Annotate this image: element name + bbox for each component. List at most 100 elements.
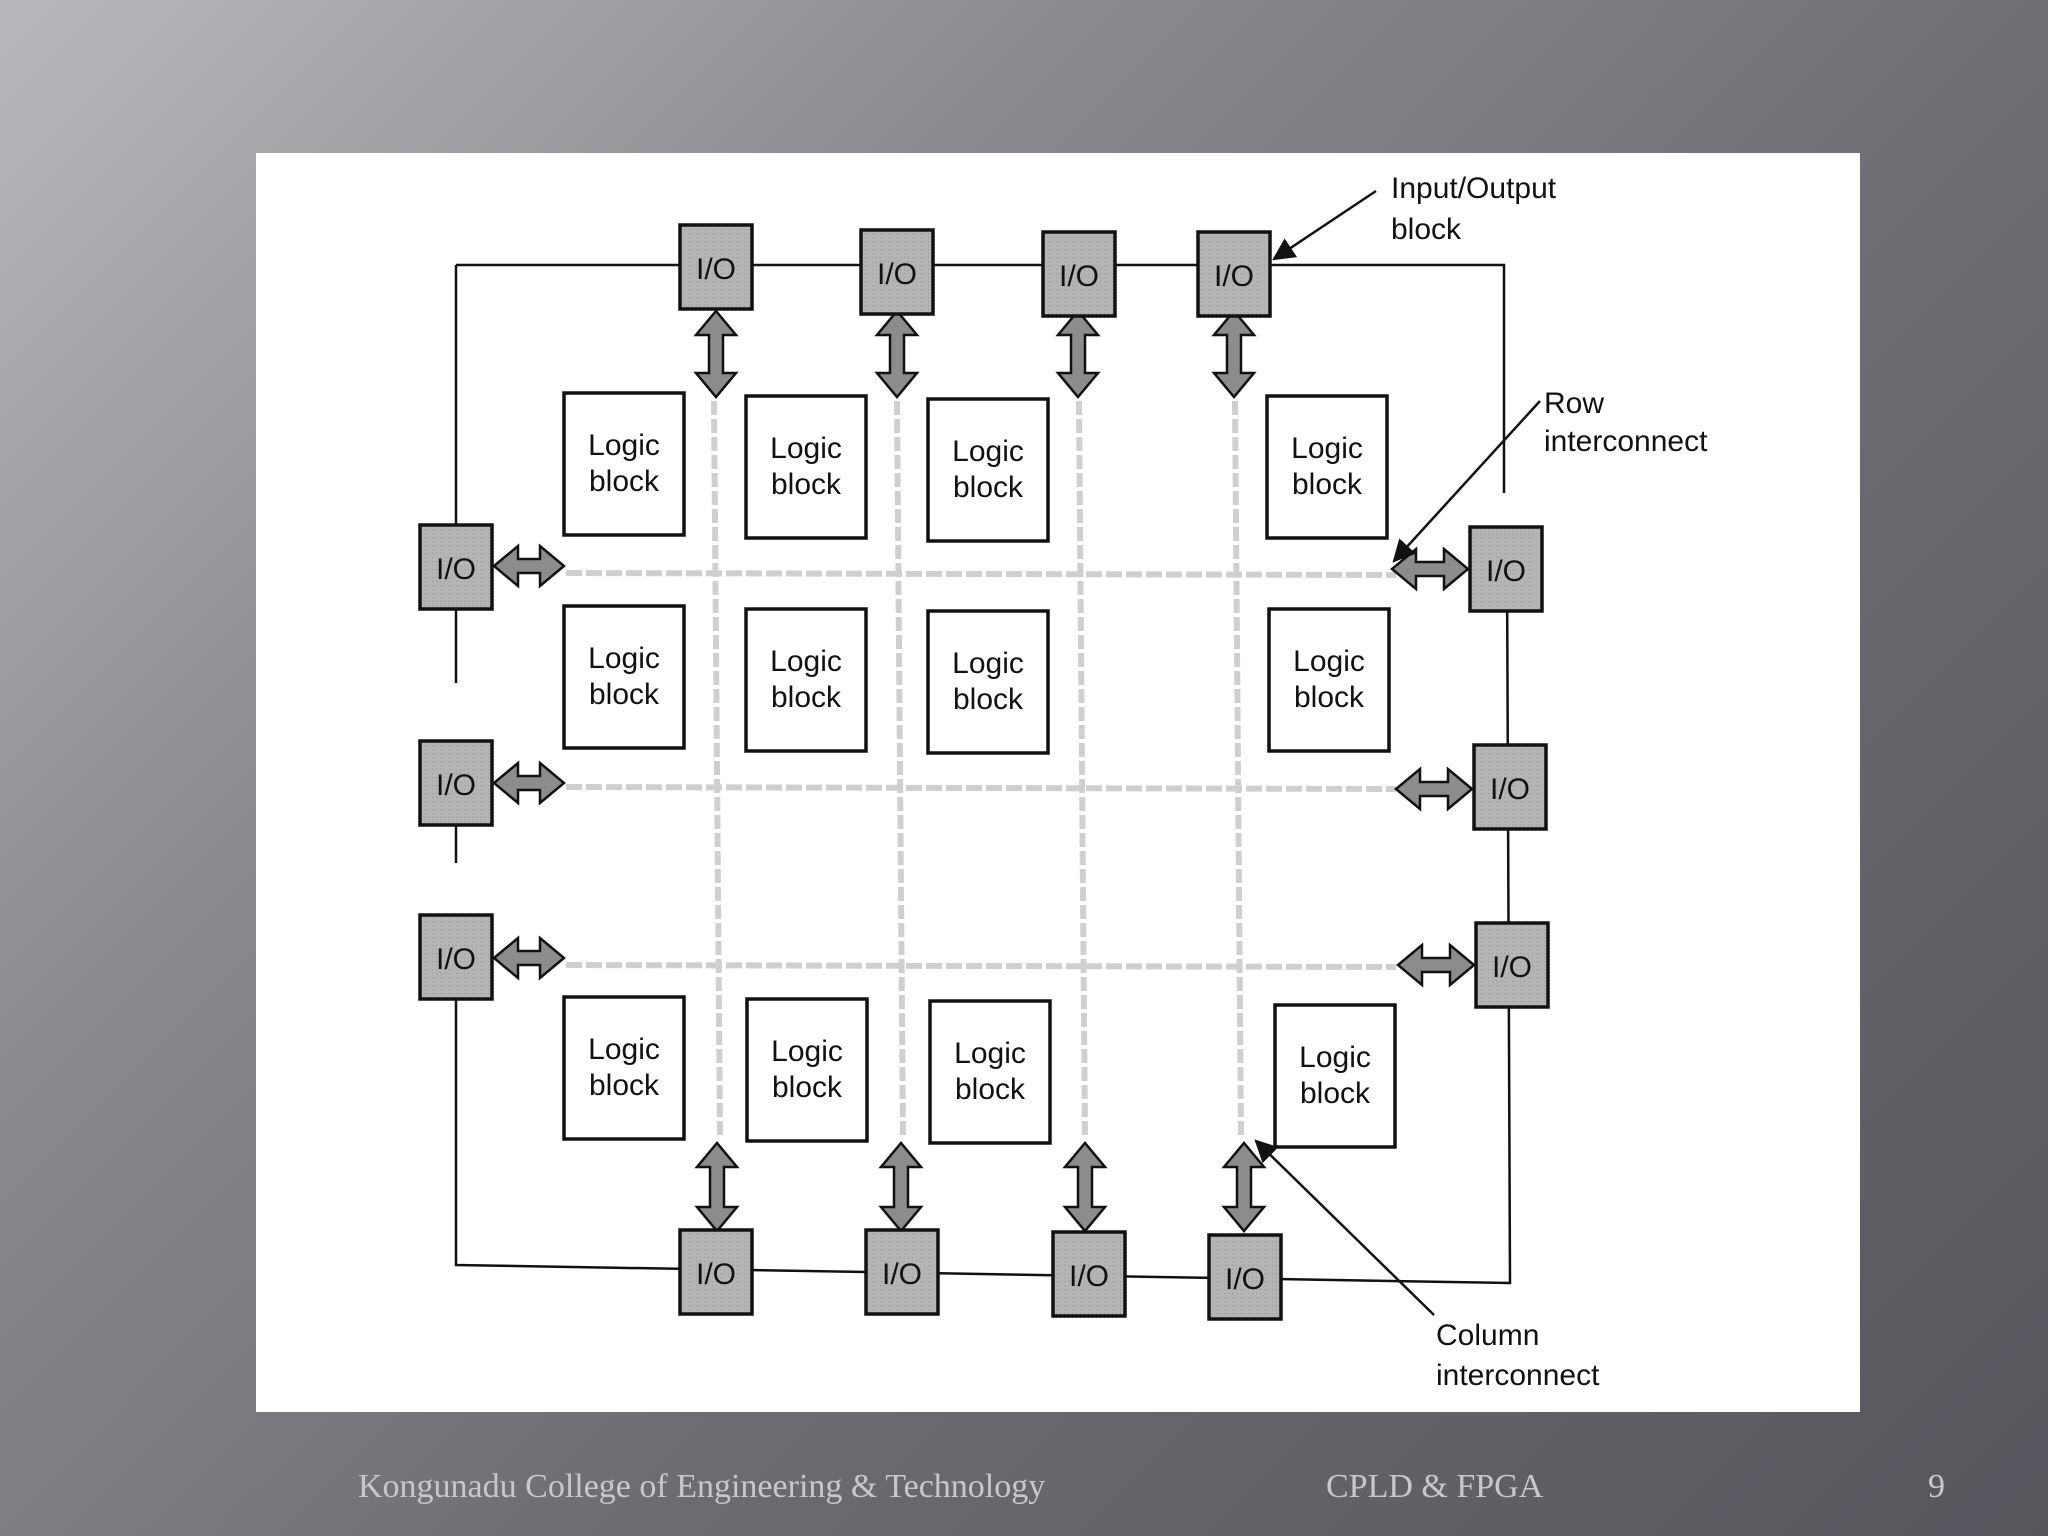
logic-block-label-line1: Logic — [1299, 1041, 1371, 1074]
diagram-canvas: LogicblockLogicblockLogicblockLogicblock… — [418, 172, 1708, 1392]
row-callout-line1: Row — [1544, 387, 1604, 420]
bidirectional-arrow — [874, 309, 920, 399]
bidirectional-arrow — [1211, 309, 1257, 399]
bidirectional-arrow — [1390, 546, 1470, 592]
column-callout-pointer — [1254, 1139, 1435, 1316]
bidirectional-arrow — [1062, 1141, 1108, 1233]
column-interconnect-1 — [711, 400, 723, 1139]
io-block: I/O — [1207, 1233, 1283, 1321]
io-block: I/O — [864, 1228, 940, 1316]
bidirectional-arrow — [1396, 942, 1476, 988]
io-block-label: I/O — [1492, 951, 1532, 984]
io-block-label: I/O — [1069, 1260, 1109, 1293]
io-block-label: I/O — [436, 553, 476, 586]
io-block: I/O — [1051, 1230, 1127, 1318]
column-interconnect-3 — [1076, 400, 1088, 1139]
interconnect-layer — [565, 400, 1397, 1139]
logic-block-label-line1: Logic — [588, 1033, 660, 1066]
io-block: I/O — [1196, 230, 1272, 318]
io-block-label: I/O — [696, 253, 736, 286]
io-block: I/O — [418, 739, 494, 827]
bidirectional-arrows — [492, 309, 1476, 1233]
io-block: I/O — [859, 228, 935, 316]
column-callout-line1: Column — [1436, 1319, 1539, 1352]
footer-page-number: 9 — [1928, 1468, 1945, 1505]
logic-block-label-line1: Logic — [770, 645, 842, 678]
logic-block-label-line1: Logic — [954, 1037, 1026, 1070]
io-block: I/O — [1474, 921, 1550, 1009]
logic-block-label-line2: block — [953, 683, 1024, 716]
logic-block-label-line1: Logic — [1293, 645, 1365, 678]
io-callout-pointer — [1272, 189, 1377, 261]
bidirectional-arrow — [693, 309, 739, 399]
column-callout-line2: interconnect — [1436, 1359, 1600, 1392]
io-block-label: I/O — [1225, 1263, 1265, 1296]
column-interconnect-2 — [894, 400, 906, 1139]
logic-block-label-line2: block — [772, 1071, 843, 1104]
bidirectional-arrow — [694, 1141, 740, 1233]
io-block: I/O — [1041, 230, 1117, 318]
logic-block-label-line1: Logic — [771, 1035, 843, 1068]
io-block-label: I/O — [436, 943, 476, 976]
logic-block-label-line2: block — [771, 681, 842, 714]
bidirectional-arrow — [492, 543, 566, 589]
io-callout-line2: block — [1391, 213, 1462, 246]
io-block-label: I/O — [696, 1258, 736, 1291]
io-block-label: I/O — [1059, 260, 1099, 293]
logic-block-label-line2: block — [771, 468, 842, 501]
logic-block-label-line2: block — [955, 1073, 1026, 1106]
bidirectional-arrow — [1055, 309, 1101, 399]
logic-block-label-line1: Logic — [588, 429, 660, 462]
logic-block-label-line1: Logic — [588, 642, 660, 675]
row-interconnect-1 — [565, 570, 1397, 578]
io-block-label: I/O — [1486, 555, 1526, 588]
io-block: I/O — [1468, 525, 1544, 613]
logic-block-label-line2: block — [589, 465, 660, 498]
io-block-label: I/O — [1214, 260, 1254, 293]
logic-block-label-line2: block — [1300, 1077, 1371, 1110]
io-block-label: I/O — [882, 1258, 922, 1291]
logic-block-label-line2: block — [589, 1069, 660, 1102]
logic-block-label-line2: block — [1292, 468, 1363, 501]
logic-block-label-line1: Logic — [770, 432, 842, 465]
io-block: I/O — [418, 523, 494, 611]
io-block: I/O — [678, 223, 754, 311]
logic-block-label-line1: Logic — [952, 435, 1024, 468]
io-block: I/O — [418, 913, 494, 1001]
logic-block-label-line2: block — [953, 471, 1024, 504]
footer-topic: CPLD & FPGA — [1326, 1468, 1544, 1505]
row-callout-line2: interconnect — [1544, 425, 1708, 458]
logic-blocks: LogicblockLogicblockLogicblockLogicblock… — [562, 391, 1397, 1149]
io-block: I/O — [678, 1228, 754, 1316]
row-interconnect-2 — [565, 784, 1397, 792]
logic-block-label-line1: Logic — [1291, 432, 1363, 465]
footer-college-name: Kongunadu College of Engineering & Techn… — [358, 1468, 1046, 1505]
logic-block-label-line2: block — [1294, 681, 1365, 714]
logic-block-label-line2: block — [589, 678, 660, 711]
io-block-label: I/O — [436, 769, 476, 802]
io-blocks: I/O I/O I/O I/O I/O I/O I/O I/O I/O I/O I/O I/O I/O I… — [418, 223, 1550, 1321]
bidirectional-arrow — [1394, 766, 1474, 812]
bidirectional-arrow — [492, 760, 566, 806]
row-callout-pointer — [1392, 400, 1541, 563]
bidirectional-arrow — [492, 935, 566, 981]
io-block-label: I/O — [1490, 773, 1530, 806]
io-block: I/O — [1472, 743, 1548, 831]
bidirectional-arrow — [878, 1141, 924, 1233]
io-block-label: I/O — [877, 258, 917, 291]
logic-block-label-line1: Logic — [952, 647, 1024, 680]
io-callout-line1: Input/Output — [1391, 172, 1557, 205]
column-interconnect-4 — [1232, 400, 1244, 1139]
bidirectional-arrow — [1221, 1141, 1267, 1233]
